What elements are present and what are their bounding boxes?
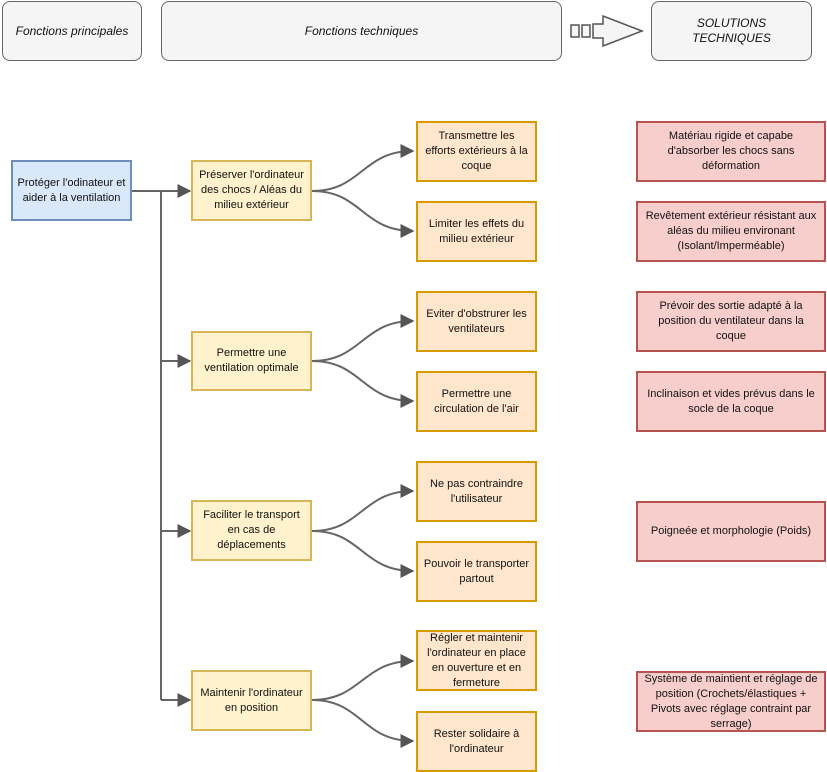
subfunction-1-1: Transmettre les efforts extérieurs à la … <box>416 121 537 182</box>
header-solutions-techniques: SOLUTIONS TECHNIQUES <box>651 1 812 61</box>
function-2: Permettre une ventilation optimale <box>191 331 312 391</box>
connector-f3-s1 <box>311 484 415 532</box>
connector-f1-s1 <box>311 144 415 192</box>
connector-f4-s2 <box>311 699 415 748</box>
subfunction-2-1: Eviter d'obstrurer les ventilateurs <box>416 291 537 352</box>
solution-5: Poigneée et morphologie (Poids) <box>636 501 826 562</box>
connector-f2-s2 <box>311 360 415 408</box>
subfunction-4-1: Régler et maintenir l'ordinateur en plac… <box>416 630 537 691</box>
function-1: Préserver l'ordinateur des chocs / Aléas… <box>191 160 312 221</box>
solution-2: Revêtement extérieur résistant aux aléas… <box>636 201 826 262</box>
subfunction-3-1: Ne pas contraindre l'utilisateur <box>416 461 537 522</box>
main-function: Protéger l'odinateur et aider à la venti… <box>11 160 132 221</box>
connector-f1-s2 <box>311 190 415 238</box>
function-4: Maintenir l'ordinateur en position <box>191 670 312 731</box>
connector-f4-s1 <box>311 654 415 701</box>
connector-f3-s2 <box>311 530 415 578</box>
solution-3: Prévoir des sortie adapté à la position … <box>636 291 826 352</box>
solution-4: Inclinaison et vides prévus dans le socl… <box>636 371 826 432</box>
function-3: Faciliter le transport en cas de déplace… <box>191 500 312 561</box>
subfunction-4-2: Rester solidaire à l'ordinateur <box>416 711 537 772</box>
header-arrow-icon <box>570 14 645 48</box>
solution-1: Matériau rigide et capabe d'absorber les… <box>636 121 826 182</box>
subfunction-3-2: Pouvoir le transporter partout <box>416 541 537 602</box>
header-fonctions-techniques: Fonctions techniques <box>161 1 562 61</box>
subfunction-2-2: Permettre une circulation de l'air <box>416 371 537 432</box>
subfunction-1-2: Limiter les effets du milieu extérieur <box>416 201 537 262</box>
solution-6: Système de maintient et réglage de posit… <box>636 671 826 732</box>
connector-f2-s1 <box>311 314 415 362</box>
header-fonctions-principales: Fonctions principales <box>2 1 142 61</box>
